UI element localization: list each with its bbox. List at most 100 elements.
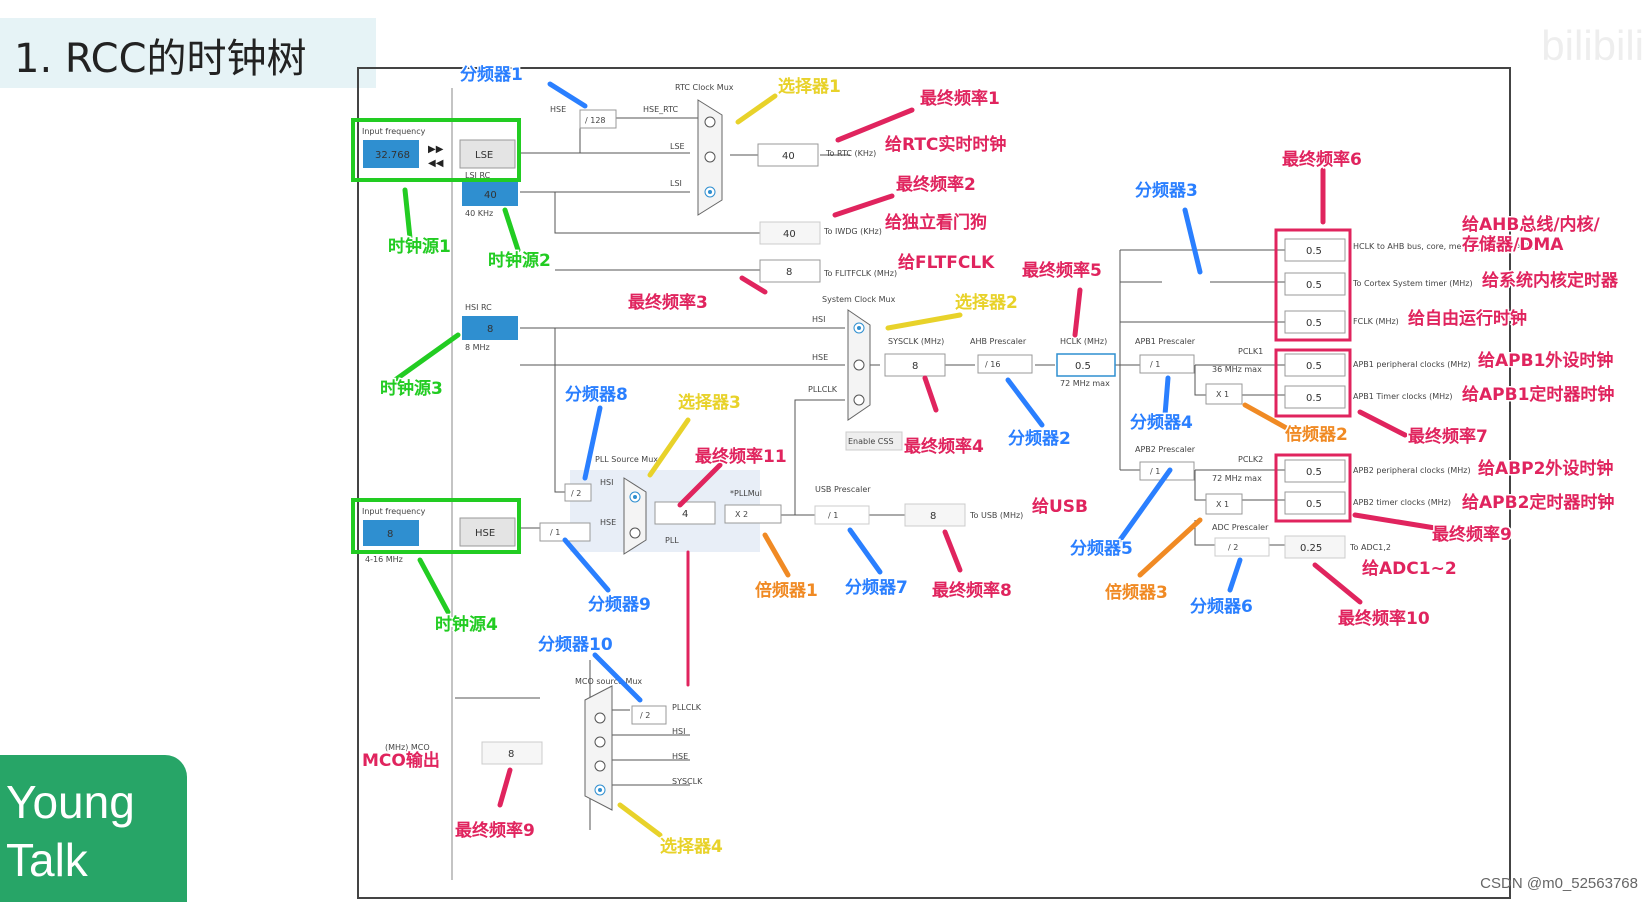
sysmux-pllclk: PLLCLK [808, 385, 838, 394]
label-adc: 给ADC1~2 [1362, 558, 1457, 579]
hse-name: HSE [475, 528, 495, 539]
hsi-value: 8 [487, 324, 493, 335]
rtc-mux-title: RTC Clock Mux [675, 83, 734, 92]
apb1-pclk: PCLK1 [1238, 347, 1263, 356]
mco-out-label: (MHz) MCO [385, 743, 430, 752]
pll-mul-label: *PLLMul [730, 489, 762, 498]
brand-line1: Young [6, 776, 135, 828]
mco-hse: HSE [672, 752, 688, 761]
page-title: 1. RCC的时钟树 [14, 36, 307, 82]
label-apb2t: 给APB2定时器时钟 [1462, 492, 1614, 513]
sysclk-block: SYSCLK (MHz) 8 [884, 337, 946, 377]
label-freq6: 最终频率6 [1282, 149, 1362, 170]
iwdg-value: 40 [783, 229, 796, 240]
usb-block: USB Prescaler / 1 8 To USB (MHz) [814, 485, 1023, 527]
rtc-out-label: To RTC (KHz) [825, 149, 876, 158]
rtc-lse: LSE [670, 142, 685, 151]
mco-sysclk: SYSCLK [672, 777, 703, 786]
lsi-unit: 40 KHz [465, 209, 493, 218]
apb1-block: APB1 Prescaler / 1 PCLK1 36 MHz max X 1 [1135, 337, 1263, 405]
title-band: 1. RCC的时钟树 [0, 18, 376, 88]
output-label: APB1 peripheral clocks (MHz) [1353, 360, 1471, 369]
label-freq2: 最终频率2 [896, 174, 976, 195]
svg-text:◀◀: ◀◀ [428, 158, 444, 169]
label-div3: 分频器3 [1135, 180, 1198, 201]
ahb-value: / 16 [985, 360, 1000, 369]
adc-block: ADC Prescaler / 2 0.25 To ADC1,2 [1212, 523, 1391, 559]
output-group-apb1 [1274, 348, 1352, 418]
apb2-label: APB2 Prescaler [1135, 445, 1196, 454]
label-freq9: 最终频率9 [455, 820, 535, 841]
label-freq11: 最终频率11 [695, 446, 787, 467]
output-label: HCLK to AHB bus, core, memory and DMA (M… [1353, 242, 1547, 251]
usb-out-value: 8 [930, 511, 936, 522]
output-group-ahb [1274, 228, 1352, 342]
apb2-value: / 1 [1150, 467, 1160, 476]
output-row: 0.5 APB1 peripheral clocks (MHz) [1284, 353, 1471, 377]
lsi-value: 40 [484, 190, 497, 201]
pll-hsi-div: / 2 [571, 489, 581, 498]
label-ahb: 给AHB总线/内核/ [1462, 214, 1601, 235]
label-div8: 分频器8 [565, 384, 628, 405]
label-div1: 分频器1 [460, 64, 523, 85]
hse-value: 8 [387, 529, 393, 540]
pll-name: PLL [665, 536, 679, 545]
hclk-label: HCLK (MHz) [1060, 337, 1107, 346]
label-freq1: 最终频率1 [920, 88, 1000, 109]
output-rows: 0.5 HCLK to AHB bus, core, memory and DMA… [1284, 238, 1547, 515]
apb1-max: 36 MHz max [1212, 365, 1262, 374]
adc-value: / 2 [1228, 543, 1238, 552]
apb2-block: APB2 Prescaler / 1 PCLK2 72 MHz max X 1 [1135, 445, 1263, 515]
lsi-source: LSI RC 40 40 KHz [462, 171, 518, 218]
output-label: APB2 peripheral clocks (MHz) [1353, 466, 1471, 475]
mco-source-label: MCO source Mux [575, 677, 642, 686]
label-sel1: 选择器1 [778, 76, 841, 97]
label-freq9b: 最终频率9 [1432, 524, 1512, 545]
label-div6: 分频器6 [1190, 596, 1253, 617]
label-freq10: 最终频率10 [1338, 608, 1430, 629]
label-src4: 时钟源4 [435, 614, 498, 635]
hse-range: 4-16 MHz [365, 555, 403, 564]
mco-out-value: 8 [508, 749, 514, 760]
label-div5: 分频器5 [1070, 538, 1133, 559]
label-sel2: 选择器2 [955, 292, 1018, 313]
hse-freq-label: Input frequency [362, 507, 426, 516]
rtc-block: RTC Clock Mux HSE / 128 HSE_RTC LSE LSI … [550, 83, 876, 216]
flit-value: 8 [786, 267, 792, 278]
sysclk-value: 8 [912, 361, 918, 372]
iwdg-label: To IWDG (KHz) [823, 227, 882, 236]
pll-hse: HSE [600, 518, 616, 527]
output-group-apb2 [1274, 453, 1352, 523]
apb1-mul: X 1 [1216, 390, 1229, 399]
label-sel4: 选择器4 [660, 836, 723, 857]
label-freq3: 最终频率3 [628, 292, 708, 313]
label-iwdg: 给独立看门狗 [885, 212, 987, 233]
adc-out-value: 0.25 [1300, 543, 1322, 554]
output-value: 0.5 [1306, 361, 1322, 372]
ahb-prescaler: AHB Prescaler / 16 [970, 337, 1033, 374]
label-apb2p: 给ABP2外设时钟 [1478, 458, 1613, 479]
rtc-div: / 128 [585, 116, 606, 125]
mco-pllclk: PLLCLK [672, 703, 702, 712]
sysclk-label: SYSCLK (MHz) [888, 337, 944, 346]
label-div9: 分频器9 [588, 594, 651, 615]
output-value: 0.5 [1306, 318, 1322, 329]
label-freq4: 最终频率4 [904, 436, 984, 457]
label-src1: 时钟源1 [388, 236, 451, 257]
adc-label: ADC Prescaler [1212, 523, 1269, 532]
pll-value: 4 [682, 509, 688, 520]
rtc-lsi: LSI [670, 179, 682, 188]
hclk-block: HCLK (MHz) 0.5 72 MHz max [1056, 337, 1116, 388]
lse-source: Input frequency 32.768 LSE ▶▶◀◀ [351, 118, 521, 182]
flit-block: 8 To FLITFCLK (MHz) [759, 259, 897, 283]
sysmux-hsi: HSI [812, 315, 825, 324]
label-div4: 分频器4 [1130, 412, 1193, 433]
output-value: 0.5 [1306, 499, 1322, 510]
label-freq8: 最终频率8 [932, 580, 1012, 601]
label-fclk: 给自由运行时钟 [1408, 308, 1527, 329]
output-label: FCLK (MHz) [1353, 317, 1399, 326]
